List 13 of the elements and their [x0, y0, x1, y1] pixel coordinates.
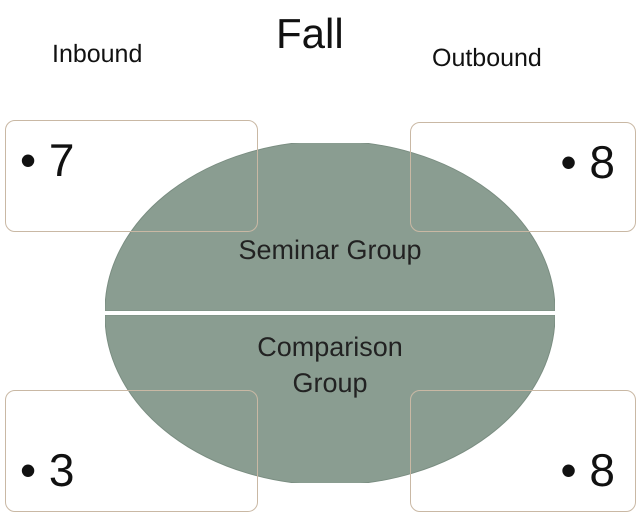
count-value: • 3 [20, 443, 74, 497]
column-heading: Outbound [432, 44, 542, 73]
count-value: • 8 [560, 135, 615, 189]
count-value: • 7 [20, 133, 74, 187]
group-label: Comparison Group [256, 331, 404, 400]
value-box [410, 122, 636, 232]
value-box [410, 390, 636, 512]
column-heading: Inbound [52, 40, 142, 69]
value-box [5, 120, 258, 232]
count-value: • 8 [560, 443, 615, 497]
diagram-title: Fall [276, 10, 344, 58]
value-box [5, 390, 258, 512]
group-label: Seminar Group [237, 235, 423, 266]
